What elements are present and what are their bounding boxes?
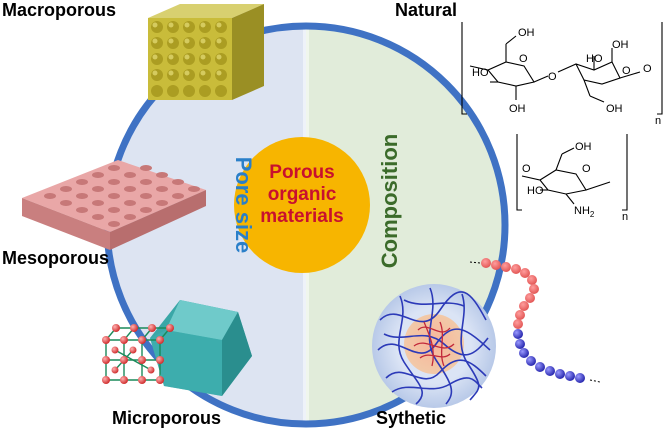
chitosan-ho: HO <box>527 185 544 197</box>
macroporous-label: Macroporous <box>2 0 117 20</box>
cellulose-o-4: O <box>643 63 652 75</box>
chitosan-n: n <box>622 211 628 223</box>
natural-label: Natural <box>395 0 458 20</box>
block-copolymer-chain <box>469 258 601 383</box>
center-line-2: organic <box>267 184 337 205</box>
cellulose-ho-2: HO <box>586 53 603 65</box>
synthetic-label: Sythetic <box>376 408 447 428</box>
center-title: Porous organic materials <box>234 162 370 228</box>
cellulose-n: n <box>655 115 661 127</box>
center-line-3: materials <box>260 206 344 227</box>
cellulose-labels: OH HO O O OH HO OH O O OH n <box>472 27 661 127</box>
synthetic-illustration <box>372 284 496 408</box>
cellulose-oh-4: OH <box>606 103 623 115</box>
cellulose-oh-1: OH <box>518 27 535 39</box>
mesoporous-illustration <box>22 160 206 250</box>
cellulose-o-3: O <box>622 65 631 77</box>
cellulose-oh-2: OH <box>509 103 526 115</box>
cellulose-structure <box>461 22 663 115</box>
composition-label: Composition <box>377 133 402 269</box>
cellulose-o-1: O <box>519 53 528 65</box>
macroporous-illustration <box>148 4 264 100</box>
cellulose-oh-3: OH <box>612 39 629 51</box>
mesoporous-label: Mesoporous <box>2 248 110 268</box>
microporous-label: Microporous <box>112 408 222 428</box>
chitosan-o-2: O <box>582 163 591 175</box>
center-line-1: Porous <box>269 162 335 183</box>
microporous-illustration <box>102 300 252 396</box>
chitosan-structure <box>516 134 628 211</box>
chitosan-nh2: NH2 <box>574 205 595 219</box>
chitosan-o-1: O <box>522 163 531 175</box>
cellulose-o-2: O <box>548 71 557 83</box>
center-disk <box>234 137 370 273</box>
chitosan-labels: OH O O HO NH2 n <box>522 141 628 223</box>
chitosan-oh: OH <box>575 141 592 153</box>
cellulose-ho-1: HO <box>472 67 489 79</box>
